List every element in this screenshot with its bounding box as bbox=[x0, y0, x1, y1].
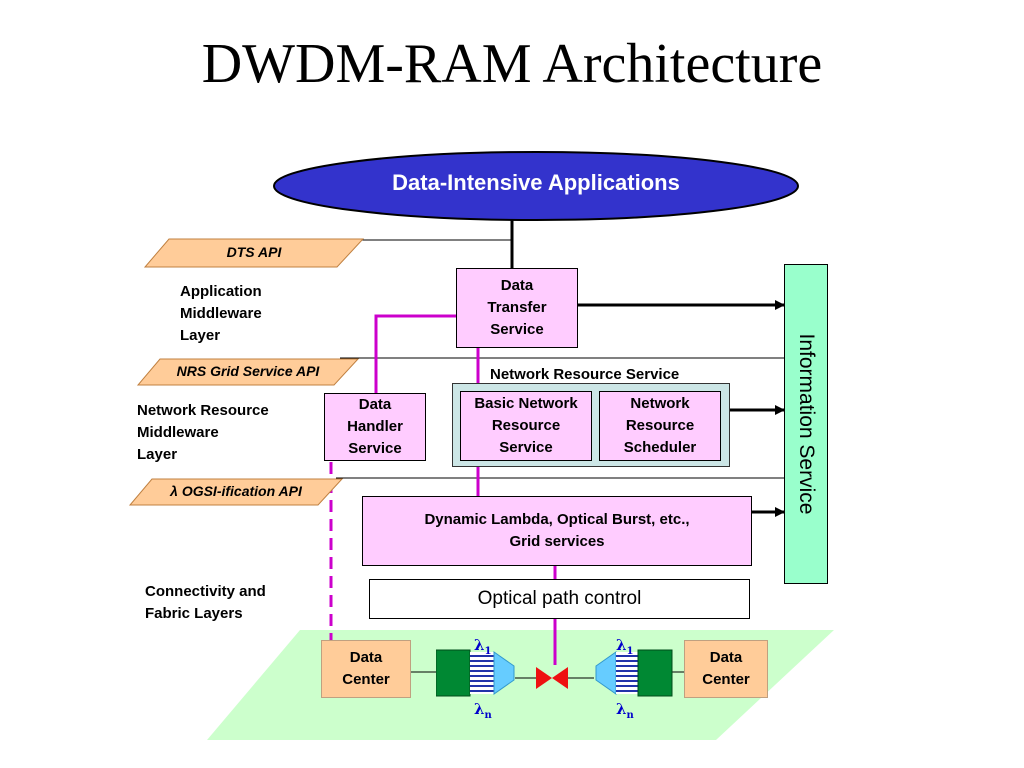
lambda-1-right: λ1 bbox=[616, 636, 634, 657]
apps-label: Data-Intensive Applications bbox=[392, 170, 680, 195]
lambda-n-left: λn bbox=[474, 700, 492, 721]
information-service-label: Information Service bbox=[795, 333, 818, 515]
ogsi-api-label: λ OGSI-ification API bbox=[128, 483, 344, 499]
dynamic-lambda-box: Dynamic Lambda, Optical Burst, etc.,Grid… bbox=[362, 496, 752, 566]
nrs-api-label: NRS Grid Service API bbox=[176, 363, 320, 379]
apps-ellipse bbox=[273, 151, 799, 221]
nrs-title: Network Resource Service bbox=[490, 366, 680, 383]
ogsi-api-shape bbox=[128, 478, 344, 506]
nrs-api-shape bbox=[136, 358, 360, 386]
lambda-n-right: λn bbox=[616, 700, 634, 721]
left-dwdm-mux bbox=[436, 649, 515, 697]
ogsi-lambda-symbol: λ bbox=[170, 483, 178, 499]
information-service-box bbox=[784, 264, 828, 584]
dts-to-dhs-line bbox=[374, 314, 456, 393]
right-dwdm-mux bbox=[595, 649, 673, 697]
optical-path-control-box: Optical path control bbox=[369, 579, 750, 619]
dts-api-shape bbox=[143, 238, 365, 268]
slide-title: DWDM-RAM Architecture bbox=[201, 33, 823, 95]
lambda-1-left: λ1 bbox=[474, 636, 492, 657]
optical-switch-icon bbox=[536, 667, 568, 689]
dts-api-label: DTS API bbox=[226, 244, 282, 260]
ogsi-api-text: OGSI-ification API bbox=[181, 483, 302, 499]
